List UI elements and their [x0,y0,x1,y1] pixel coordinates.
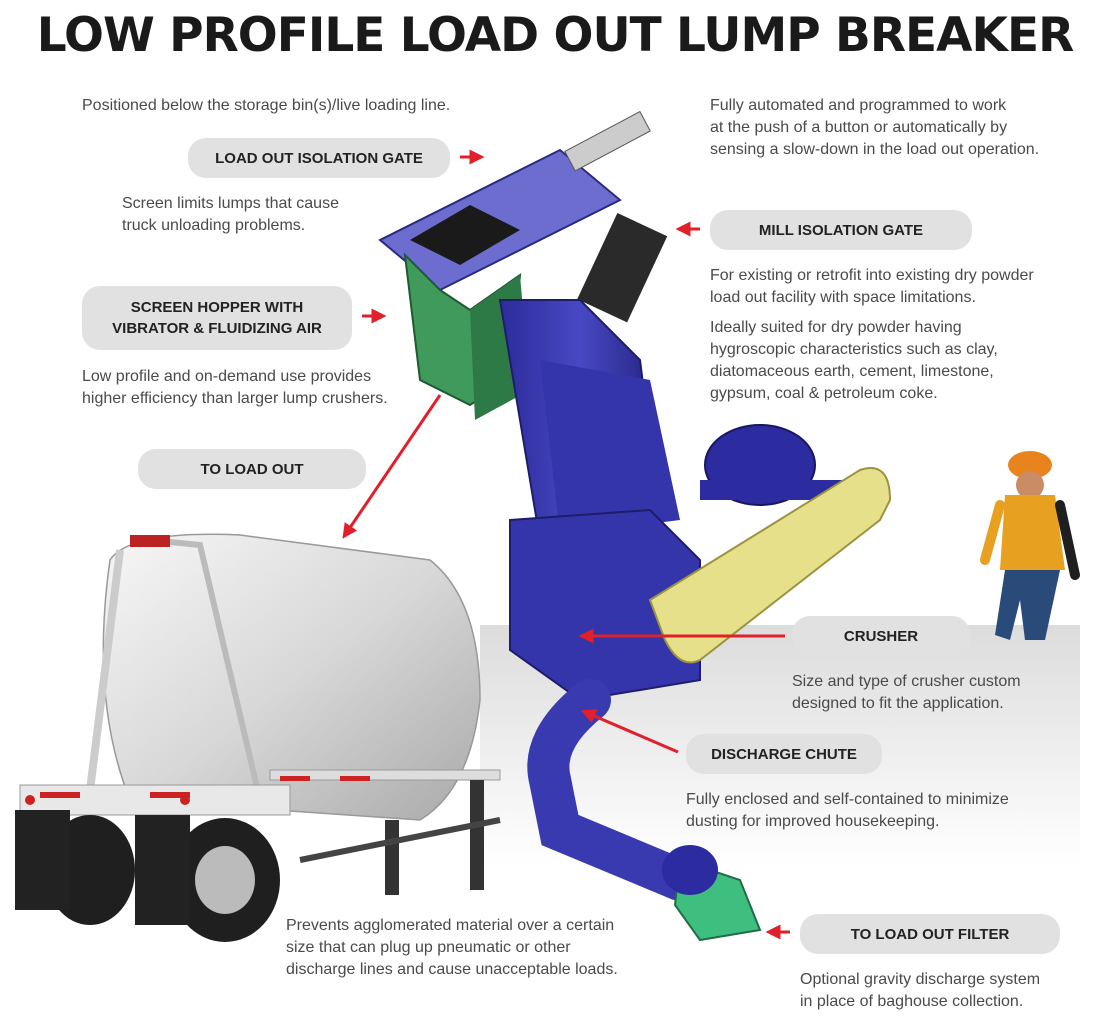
desc-discharge: Fully enclosed and self-contained to min… [686,789,1009,833]
desc-automated-line3: sensing a slow-down in the load out oper… [710,141,1040,158]
desc-prevents-line1: Prevents agglomerated material over a ce… [286,917,615,934]
desc-positioned: Positioned below the storage bin(s)/live… [82,97,451,114]
desc-existing: For existing or retrofit into existing d… [710,265,1034,309]
desc-automated: Fully automated and programmed to work a… [710,95,1039,161]
desc-optional-line1: Optional gravity discharge system [800,971,1041,988]
desc-automated-line2: at the push of a button or automatically… [710,119,1008,136]
desc-discharge-line2: dusting for improved housekeeping. [686,813,940,830]
label-screen-hopper-line1: SCREEN HOPPER WITH [130,299,304,316]
red-arrow-icon [342,394,442,539]
desc-screen-line2: truck unloading problems. [122,217,306,234]
label-to-load-out: TO LOAD OUT [138,449,366,489]
desc-prevents-line2: size that can plug up pneumatic or other [286,939,571,956]
worker-figure-illustration [980,451,1080,640]
page-title: LOW PROFILE LOAD OUT LUMP BREAKER [36,8,1075,63]
label-discharge-chute: DISCHARGE CHUTE [686,734,882,774]
desc-discharge-line1: Fully enclosed and self-contained to min… [686,791,1009,808]
desc-crusher-line2: designed to fit the application. [792,695,1004,712]
red-arrow-icons [342,149,790,940]
bulk-trailer-illustration [15,533,501,942]
desc-prevents: Prevents agglomerated material over a ce… [286,915,618,981]
desc-optional-line2: in place of baghouse collection. [800,993,1024,1010]
desc-crusher: Size and type of crusher custom designed… [792,671,1021,715]
desc-existing-line1: For existing or retrofit into existing d… [710,267,1034,284]
desc-screen: Screen limits lumps that cause truck unl… [122,193,339,237]
desc-low-profile-line1: Low profile and on-demand use provides [82,368,372,385]
red-arrow-icon [580,709,679,754]
lump-breaker-illustration [378,110,892,942]
label-crusher: CRUSHER [792,616,970,656]
label-load-out-isolation-gate: LOAD OUT ISOLATION GATE [188,138,450,178]
desc-ideal: Ideally suited for dry powder having hyg… [710,317,998,405]
desc-low-profile-line2: higher efficiency than larger lump crush… [82,390,388,407]
desc-ideal-line4: gypsum, coal & petroleum coke. [710,385,938,402]
label-screen-hopper-line2: VIBRATOR & FLUIDIZING AIR [112,320,322,337]
desc-existing-line2: load out facility with space limitations… [710,289,976,306]
desc-low-profile: Low profile and on-demand use provides h… [82,366,388,410]
desc-automated-line1: Fully automated and programmed to work [710,97,1007,114]
label-to-load-out-filter: TO LOAD OUT FILTER [800,914,1060,954]
desc-prevents-line3: discharge lines and cause unacceptable l… [286,961,618,978]
desc-ideal-line1: Ideally suited for dry powder having [710,319,962,336]
label-mill-isolation-gate: MILL ISOLATION GATE [710,210,972,250]
desc-crusher-line1: Size and type of crusher custom [792,673,1021,690]
desc-optional: Optional gravity discharge system in pla… [800,969,1040,1013]
label-screen-hopper: SCREEN HOPPER WITH VIBRATOR & FLUIDIZING… [82,286,352,350]
desc-ideal-line3: diatomaceous earth, cement, limestone, [710,363,994,380]
desc-screen-line1: Screen limits lumps that cause [122,195,339,212]
desc-ideal-line2: hygroscopic characteristics such as clay… [710,341,998,358]
